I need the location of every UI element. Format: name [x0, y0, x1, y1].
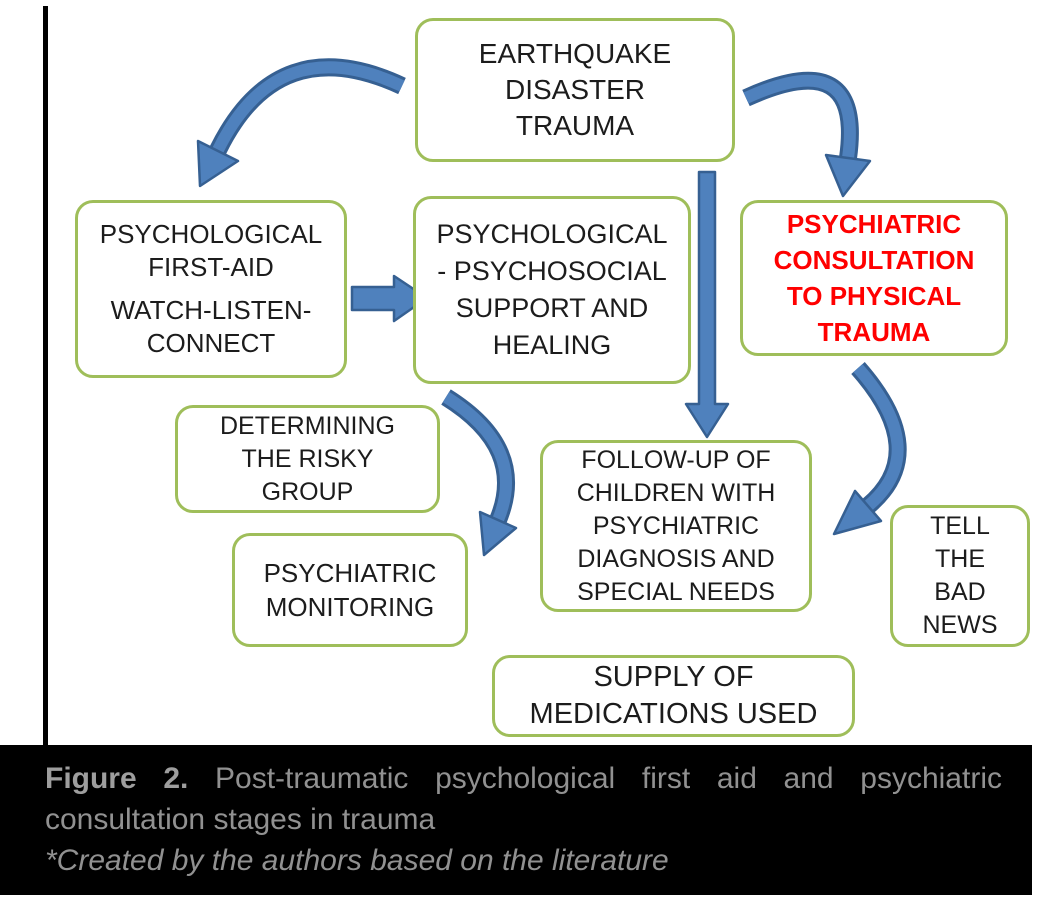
- arrow-earthquake-to-first-aid: [196, 58, 406, 188]
- box-psychiatric-consultation-physical-trauma: PSYCHIATRIC CONSULTATION TO PHYSICAL TRA…: [740, 200, 1008, 356]
- arrow-earthquake-to-followup: [684, 170, 730, 439]
- arrow-risky-to-monitoring: [441, 389, 518, 557]
- box-earthquake-disaster-trauma: EARTHQUAKE DISASTER TRAUMA: [415, 18, 735, 162]
- caption-line-1-text: Post-traumatic psychological first aid a…: [215, 762, 1002, 795]
- arrow-first-aid-to-psychosocial: [350, 274, 429, 323]
- left-border-bar: [43, 6, 48, 748]
- box-psychological-first-aid: PSYCHOLOGICAL FIRST-AID WATCH-LISTEN- CO…: [75, 200, 347, 378]
- caption-footnote: *Created by the authors based on the lit…: [45, 844, 669, 877]
- box-tell-the-bad-news: TELL THE BAD NEWS: [890, 505, 1030, 647]
- figure-caption: Figure 2. Post-traumatic psychological f…: [0, 745, 1032, 895]
- box-supply-of-medications: SUPPLY OF MEDICATIONS USED: [492, 655, 855, 737]
- box-psychological-first-aid-title: PSYCHOLOGICAL FIRST-AID: [99, 219, 323, 282]
- arrow-consultation-to-followup: [832, 362, 907, 536]
- box-psychiatric-monitoring: PSYCHIATRIC MONITORING: [232, 533, 468, 647]
- box-determining-risky-group: DETERMINING THE RISKY GROUP: [175, 405, 440, 513]
- box-followup-children-special-needs: FOLLOW-UP OF CHILDREN WITH PSYCHIATRIC D…: [540, 440, 812, 612]
- box-psychosocial-support-healing: PSYCHOLOGICAL - PSYCHOSOCIAL SUPPORT AND…: [413, 196, 691, 384]
- box-watch-listen-connect-text: WATCH-LISTEN- CONNECT: [110, 295, 312, 358]
- caption-figure-label: Figure 2.: [45, 762, 189, 795]
- caption-line-1: Figure 2. Post-traumatic psychological f…: [45, 758, 1002, 799]
- arrow-earthquake-to-consultation: [742, 71, 872, 198]
- caption-line-2: consultation stages in trauma: [45, 803, 436, 836]
